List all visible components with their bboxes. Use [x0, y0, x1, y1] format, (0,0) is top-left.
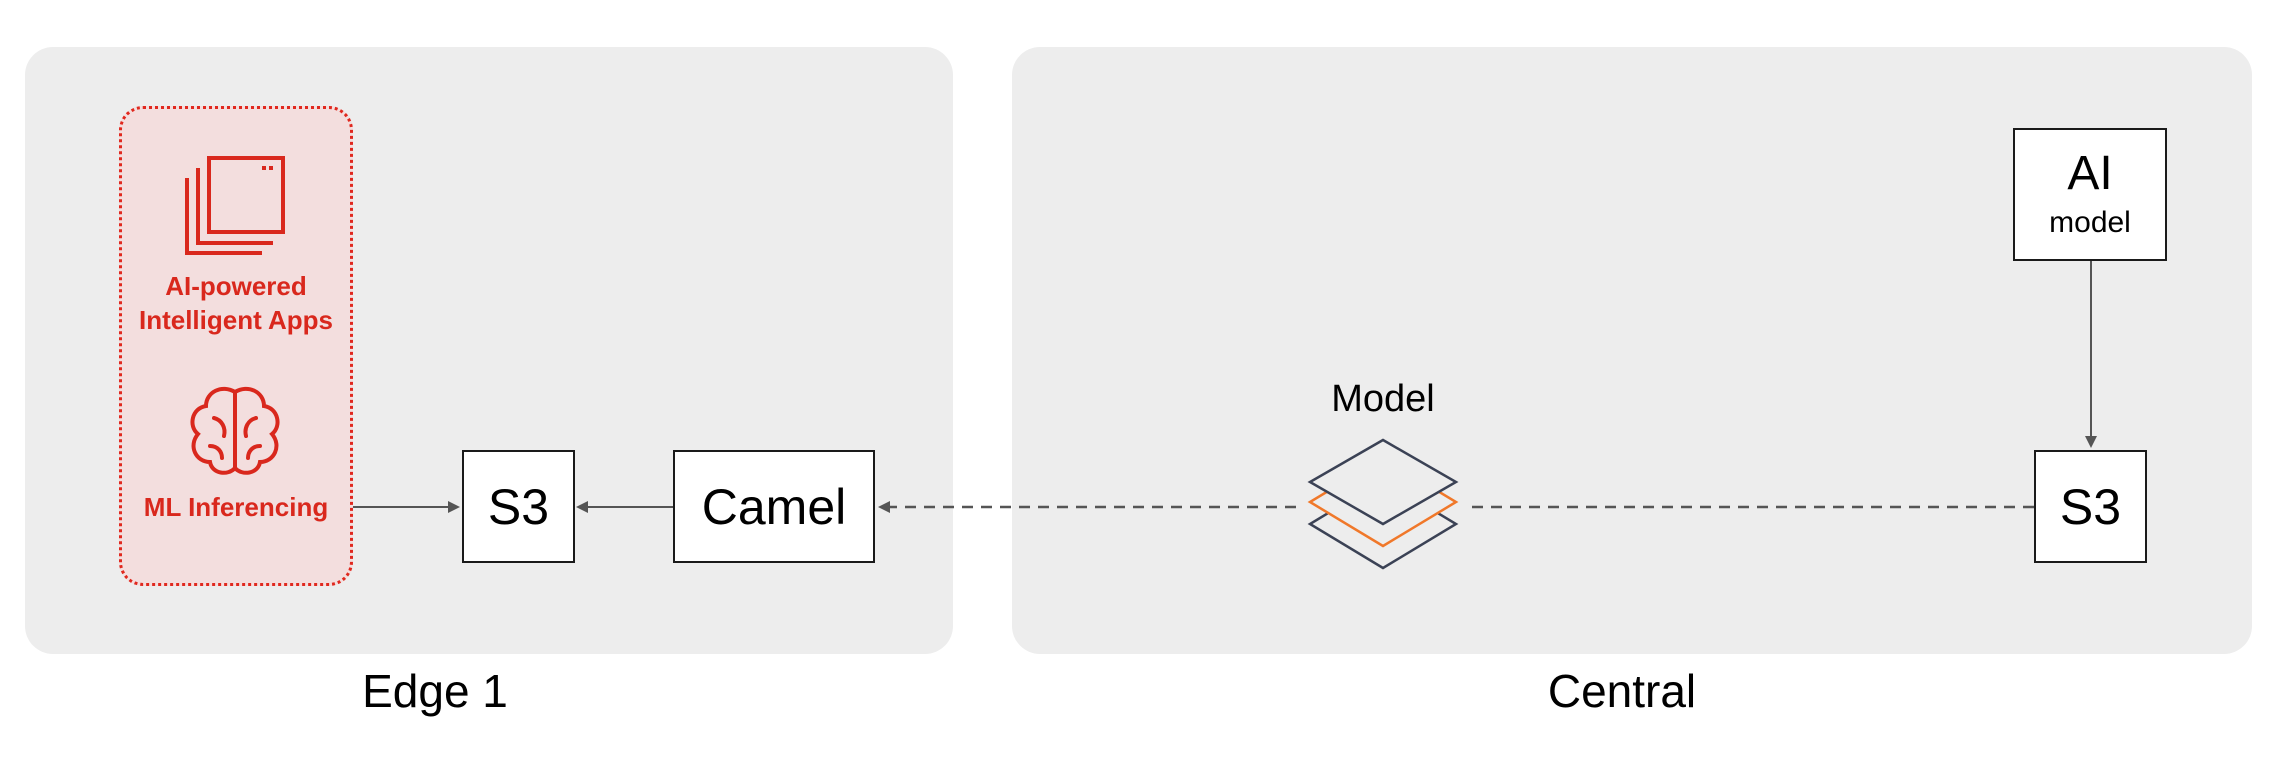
edge-workload-group — [119, 106, 353, 586]
edge-label: Edge 1 — [362, 665, 508, 717]
central-s3-box: S3 — [2034, 450, 2147, 563]
brain-icon — [190, 386, 280, 475]
camel-label: Camel — [701, 478, 847, 535]
central-label: Central — [1547, 665, 1697, 717]
edge-s3-label: S3 — [487, 478, 550, 535]
ai-model-main-label: AI — [2067, 146, 2113, 200]
ai-model-box: AI model — [2013, 128, 2167, 261]
camel-box: Camel — [673, 450, 875, 563]
apps-icon — [185, 156, 285, 255]
ml-inferencing-label: ML Inferencing — [143, 492, 329, 522]
model-label: Model — [1331, 378, 1435, 420]
edge-s3-box: S3 — [462, 450, 575, 563]
ai-model-sub-label: model — [2049, 205, 2131, 239]
central-s3-label: S3 — [2059, 478, 2122, 535]
apps-label: AI-powered Intelligent Apps — [138, 271, 334, 335]
model-layers-icon — [1307, 438, 1459, 570]
